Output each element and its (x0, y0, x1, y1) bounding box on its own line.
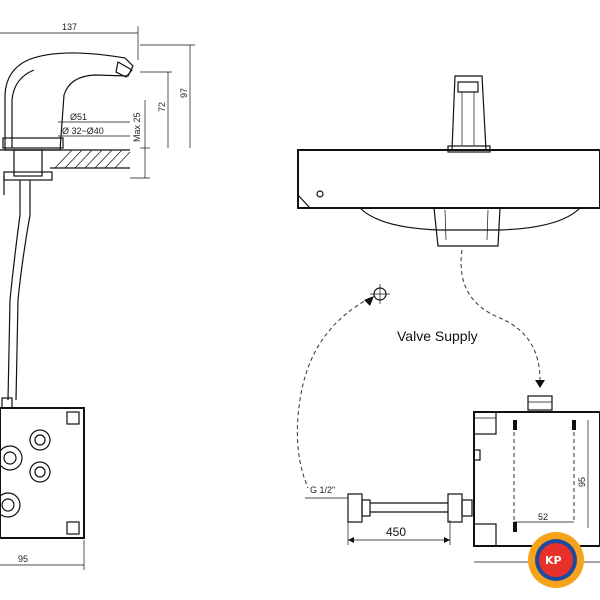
dim-450: 450 (386, 525, 406, 539)
dim-137: 137 (62, 22, 77, 32)
basin-front-view (297, 75, 600, 247)
dim-72: 72 (157, 102, 167, 112)
dim-bottom-95: 95 (18, 554, 28, 564)
dim-97: 97 (179, 88, 189, 98)
dim-dia-51: Ø51 (70, 112, 87, 122)
cable-path (460, 249, 541, 381)
logo-text: KP (545, 554, 562, 567)
supply-path (296, 297, 371, 489)
valve-supply-symbol (370, 284, 390, 304)
valve-supply-label: Valve Supply (397, 328, 478, 344)
dim-dia-32-40: Ø 32~Ø40 (62, 126, 104, 136)
dim-max-25: Max 25 (132, 112, 142, 142)
hose-assembly: G 1/2" 450 (305, 485, 473, 545)
dim-box-95: 95 (577, 477, 587, 487)
kp-logo: KP (528, 532, 584, 588)
faucet-side-view: 137 97 72 Max 25 Ø51 Ø 32~Ø40 (0, 22, 195, 570)
dim-thread: G 1/2" (310, 485, 335, 495)
control-box-front: 95 52 (473, 395, 600, 563)
dim-box-52: 52 (538, 512, 548, 522)
